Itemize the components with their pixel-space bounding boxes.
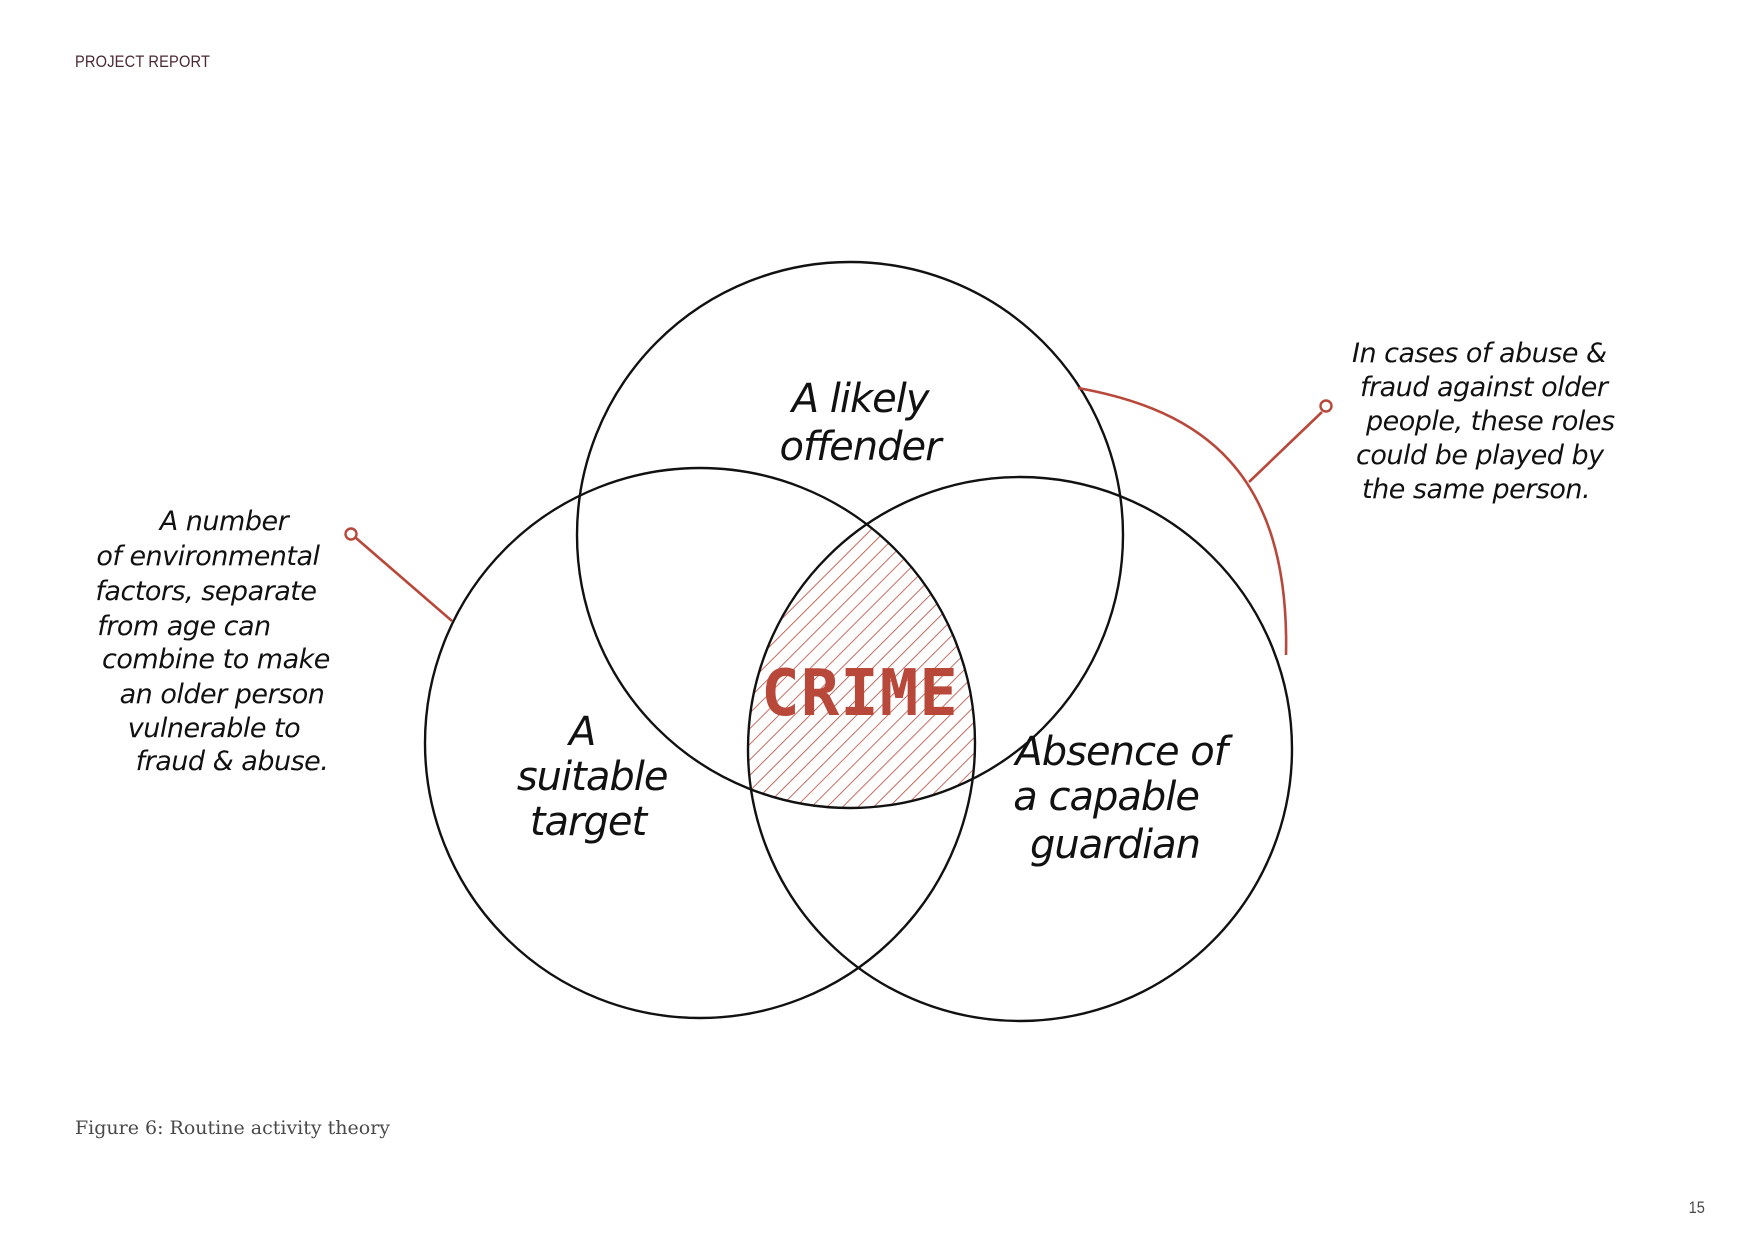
- right-note: In cases of abuse & fraud against older …: [1352, 338, 1623, 505]
- right-note-line: could be played by: [1356, 440, 1605, 471]
- label-capable-guardian-line: Absence of: [1012, 729, 1233, 775]
- left-note-line: of environmental: [96, 541, 320, 572]
- page-number: 15: [1688, 1198, 1705, 1217]
- label-likely-offender-line: A likely: [789, 376, 931, 422]
- label-suitable-target-line: suitable: [517, 754, 668, 800]
- report-header: PROJECT REPORT: [75, 52, 211, 71]
- left-note: A number of environmental factors, separ…: [95, 506, 338, 777]
- right-note-line: people, these roles: [1365, 406, 1615, 437]
- figure-caption: Figure 6: Routine activity theory: [75, 1117, 391, 1139]
- left-note-connector: [344, 527, 453, 622]
- label-capable-guardian: Absence of a capable guardian: [1012, 729, 1238, 868]
- left-note-line: vulnerable to: [128, 713, 300, 744]
- right-note-line: the same person.: [1362, 474, 1590, 505]
- label-likely-offender: A likely offender: [779, 376, 944, 470]
- circle-suitable-target: [423, 466, 977, 1020]
- right-note-line: fraud against older: [1360, 372, 1610, 403]
- label-likely-offender-line: offender: [779, 424, 944, 470]
- left-note-line: combine to make: [102, 644, 330, 675]
- right-note-line: In cases of abuse &: [1352, 338, 1607, 369]
- label-capable-guardian-line: guardian: [1030, 822, 1200, 868]
- left-note-line: an older person: [120, 679, 325, 710]
- label-suitable-target: A suitable target: [517, 709, 679, 845]
- left-note-line: fraud & abuse.: [136, 746, 329, 777]
- label-suitable-target-line: target: [530, 799, 649, 845]
- circle-likely-offender: [575, 260, 1125, 810]
- left-note-line: from age can: [97, 611, 270, 642]
- label-suitable-target-line: A: [566, 709, 595, 755]
- crime-label: CRIME: [761, 657, 959, 731]
- circle-capable-guardian: [746, 475, 1294, 1023]
- label-capable-guardian-line: a capable: [1013, 774, 1199, 820]
- left-note-line: A number: [158, 506, 291, 537]
- left-note-line: factors, separate: [95, 576, 316, 607]
- crime-intersection-hatch: [748, 477, 975, 808]
- right-note-connector: [1077, 386, 1333, 656]
